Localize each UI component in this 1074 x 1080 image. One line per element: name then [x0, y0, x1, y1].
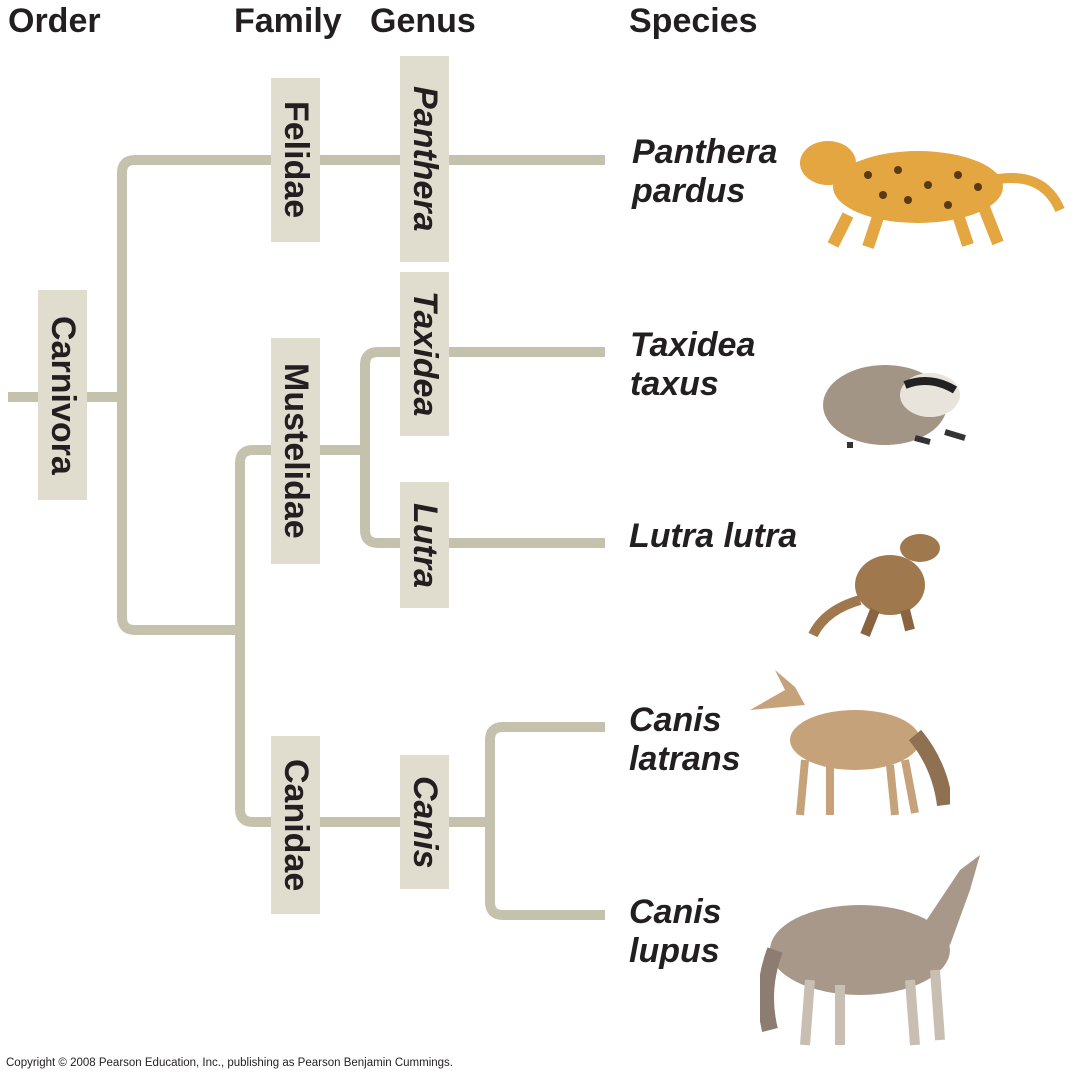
species-line: Lutra lutra: [629, 517, 798, 555]
species-line: Panthera: [632, 133, 778, 171]
otter-illustration: [808, 534, 940, 638]
genus-lutra: Lutra: [400, 482, 449, 608]
species-lutra-lutra: Lutra lutra: [629, 517, 797, 556]
leopard-illustration: [800, 141, 1065, 249]
family-label: Canidae: [277, 758, 315, 892]
order-carnivora: Carnivora: [38, 290, 87, 500]
genus-label: Lutra: [406, 502, 444, 588]
genus-label: Taxidea: [406, 291, 444, 417]
family-label: Felidae: [277, 101, 315, 219]
header-species: Species: [629, 2, 758, 40]
species-line: Canis: [629, 893, 722, 931]
coyote-illustration: [750, 670, 950, 816]
family-mustelidae: Mustelidae: [271, 338, 320, 564]
family-label: Mustelidae: [277, 363, 315, 539]
family-canidae: Canidae: [271, 736, 320, 914]
header-genus: Genus: [370, 2, 476, 40]
canis-split: [485, 722, 605, 920]
family-felidae: Felidae: [271, 78, 320, 242]
genus-taxidea: Taxidea: [400, 272, 449, 436]
wolf-illustration: [760, 855, 980, 1046]
caniform-split: [235, 445, 490, 827]
header-family: Family: [234, 2, 342, 40]
badger-illustration: [823, 365, 966, 448]
genus-panthera: Panthera: [400, 56, 449, 262]
order-label: Carnivora: [44, 315, 82, 475]
species-line: lupus: [629, 932, 720, 970]
genus-label: Canis: [406, 775, 444, 869]
species-line: Taxidea: [630, 326, 756, 364]
copyright-notice: Copyright © 2008 Pearson Education, Inc.…: [6, 1057, 453, 1069]
genus-canis: Canis: [400, 755, 449, 889]
carnivora-split: [117, 155, 605, 635]
genus-label: Panthera: [406, 86, 444, 232]
species-line: latrans: [629, 740, 741, 778]
species-line: taxus: [630, 365, 719, 403]
species-line: pardus: [632, 172, 746, 210]
header-order: Order: [8, 2, 101, 40]
species-line: Canis: [629, 701, 722, 739]
